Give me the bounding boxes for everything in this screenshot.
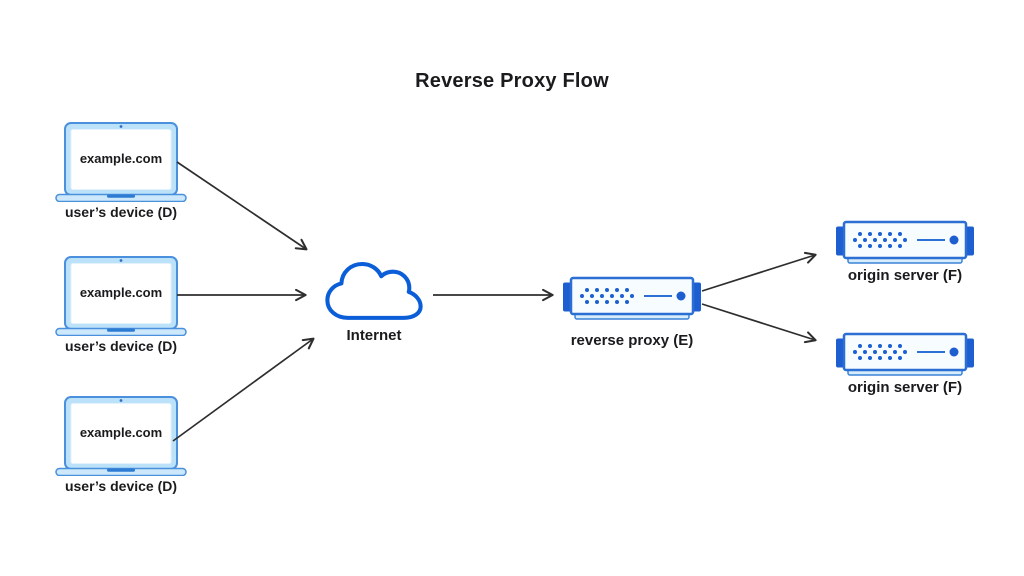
arrow-proxy-origin2 bbox=[701, 303, 817, 344]
origin-server-label: origin server (F) bbox=[847, 379, 963, 396]
device-node-3: example.com user’s device (D) bbox=[55, 396, 187, 494]
origin-server-label: origin server (F) bbox=[847, 267, 963, 284]
origin-server-node-1: origin server (F) bbox=[835, 220, 975, 284]
server-icon bbox=[563, 276, 701, 320]
laptop-icon bbox=[55, 122, 187, 202]
device-node-2: example.com user’s device (D) bbox=[55, 256, 187, 354]
server-icon bbox=[836, 332, 974, 376]
origin-server-node-2: origin server (F) bbox=[835, 332, 975, 396]
device-screen-url: example.com bbox=[79, 285, 163, 300]
internet-label: Internet bbox=[346, 327, 402, 344]
server-icon bbox=[836, 220, 974, 264]
cloud-icon bbox=[325, 261, 423, 320]
device-label: user’s device (D) bbox=[64, 478, 178, 494]
arrow-device1-internet bbox=[176, 161, 308, 251]
laptop-icon bbox=[55, 396, 187, 476]
internet-node: Internet bbox=[324, 259, 424, 344]
laptop-icon bbox=[55, 256, 187, 336]
device-node-1: example.com user’s device (D) bbox=[55, 122, 187, 220]
device-label: user’s device (D) bbox=[64, 204, 178, 220]
device-screen-url: example.com bbox=[79, 151, 163, 166]
reverse-proxy-node: reverse proxy (E) bbox=[562, 276, 702, 349]
page-title: Reverse Proxy Flow bbox=[415, 70, 609, 92]
arrow-device3-internet bbox=[172, 337, 315, 442]
arrow-proxy-origin1 bbox=[701, 251, 817, 292]
reverse-proxy-label: reverse proxy (E) bbox=[570, 332, 694, 349]
device-screen-url: example.com bbox=[79, 425, 163, 440]
device-label: user’s device (D) bbox=[64, 338, 178, 354]
